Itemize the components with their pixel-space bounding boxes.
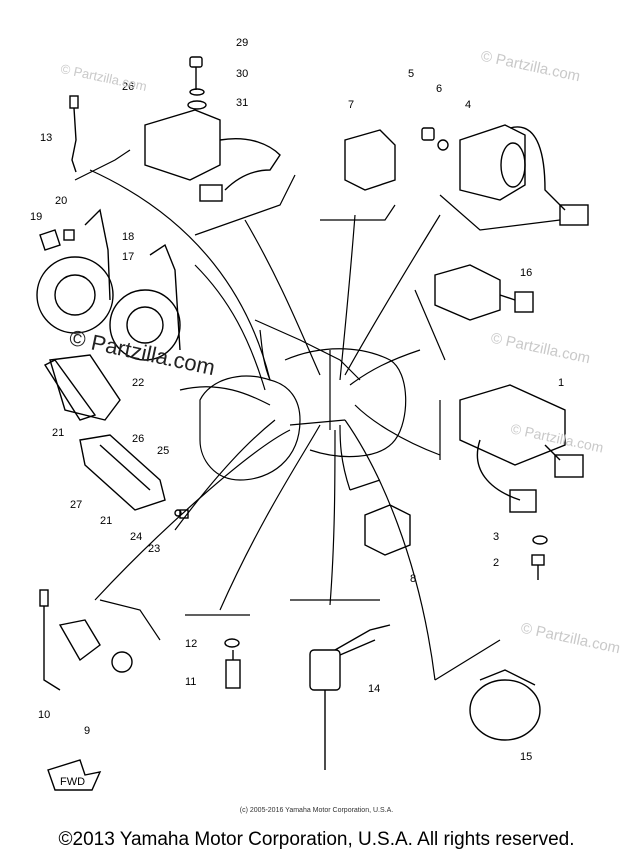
copyright-notice: ©2013 Yamaha Motor Corporation, U.S.A. A… bbox=[58, 829, 575, 850]
relay-7 bbox=[344, 129, 396, 191]
callout-6: 6 bbox=[436, 83, 442, 95]
frame-outline bbox=[199, 319, 407, 481]
sensor-9 bbox=[58, 619, 133, 673]
callout-7: 7 bbox=[348, 99, 354, 111]
bolt-29 bbox=[189, 56, 203, 90]
callout-25: 25 bbox=[157, 445, 169, 457]
callout-21: 21 bbox=[52, 427, 64, 439]
callout-26: 26 bbox=[132, 433, 144, 445]
callout-21: 21 bbox=[100, 515, 112, 527]
washer-12 bbox=[224, 638, 240, 648]
leader-lines bbox=[89, 169, 441, 681]
small-copyright-notice: (c) 2005-2016 Yamaha Motor Corporation, … bbox=[239, 807, 394, 814]
washer-30 bbox=[189, 88, 205, 96]
relay-26 bbox=[144, 109, 281, 202]
callout-18: 18 bbox=[122, 231, 134, 243]
callout-10: 10 bbox=[38, 709, 50, 721]
horn-17 bbox=[36, 208, 114, 334]
callout-2: 2 bbox=[493, 557, 499, 569]
callout-16: 16 bbox=[520, 267, 532, 279]
callout-15: 15 bbox=[520, 751, 532, 763]
flasher-4 bbox=[459, 124, 589, 226]
front-label: FWD bbox=[60, 776, 85, 788]
callout-5: 5 bbox=[408, 68, 414, 80]
washer-3 bbox=[532, 535, 548, 545]
sensor-13 bbox=[69, 95, 79, 173]
relay-8 bbox=[364, 504, 411, 556]
callout-29: 29 bbox=[236, 37, 248, 49]
horn-18 bbox=[109, 243, 181, 361]
washer-24 bbox=[174, 509, 182, 517]
callout-4: 4 bbox=[465, 99, 471, 111]
cover-21-upper bbox=[43, 359, 97, 421]
callout-23: 23 bbox=[148, 543, 160, 555]
switch-10 bbox=[39, 589, 61, 691]
group-brackets bbox=[74, 149, 561, 681]
callout-11: 11 bbox=[185, 676, 196, 688]
callout-19: 19 bbox=[30, 211, 42, 223]
callout-17: 17 bbox=[122, 251, 134, 263]
nut-5 bbox=[421, 127, 435, 141]
callout-9: 9 bbox=[84, 725, 90, 737]
callout-13: 13 bbox=[40, 132, 52, 144]
callout-20: 20 bbox=[55, 195, 67, 207]
coil-14 bbox=[309, 624, 391, 770]
bolt-2 bbox=[531, 554, 545, 580]
nut-20 bbox=[63, 229, 75, 241]
washer-31 bbox=[187, 100, 207, 110]
callout-3: 3 bbox=[493, 531, 499, 543]
callout-8: 8 bbox=[410, 573, 416, 585]
callout-22: 22 bbox=[132, 377, 144, 389]
unit-15 bbox=[469, 669, 541, 741]
callout-1: 1 bbox=[558, 377, 564, 389]
unit-16 bbox=[434, 264, 534, 321]
callout-14: 14 bbox=[368, 683, 380, 695]
callout-24: 24 bbox=[130, 531, 142, 543]
cdi-unit-1 bbox=[459, 384, 584, 513]
front-arrow-icon bbox=[47, 759, 102, 791]
callout-26: 26 bbox=[122, 81, 134, 93]
callout-31: 31 bbox=[236, 97, 248, 109]
lamp-27 bbox=[79, 434, 166, 511]
callout-27: 27 bbox=[70, 499, 82, 511]
callout-12: 12 bbox=[185, 638, 197, 650]
cover-22 bbox=[49, 354, 121, 421]
bolt-19 bbox=[39, 229, 61, 251]
washer-6 bbox=[437, 139, 449, 151]
screw-23 bbox=[179, 509, 189, 519]
switch-11 bbox=[225, 650, 241, 689]
callout-30: 30 bbox=[236, 68, 248, 80]
